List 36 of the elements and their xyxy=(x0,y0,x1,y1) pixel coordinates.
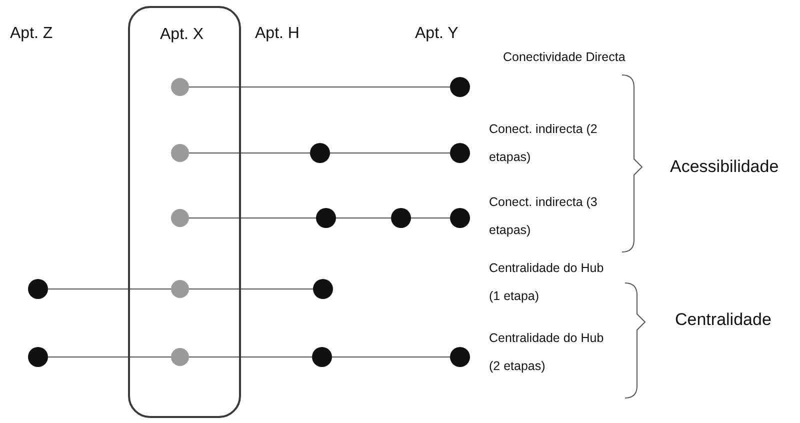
hub-airport-dot xyxy=(170,144,188,162)
group-label: Centralidade xyxy=(675,310,772,330)
hub-airport-dot xyxy=(170,348,188,366)
connection-line xyxy=(330,152,450,154)
connection-line xyxy=(48,288,172,290)
airport-label: Apt. Z xyxy=(10,25,53,43)
airport-dot xyxy=(450,208,470,228)
connectivity-type-label: Conect. indirecta (3 etapas) xyxy=(489,194,598,239)
connection-line xyxy=(188,288,314,290)
airport-dot xyxy=(28,279,48,299)
connectivity-type-label: Conectividade Directa xyxy=(503,49,626,66)
connection-line xyxy=(188,152,310,154)
airport-dot xyxy=(450,347,470,367)
connection-line xyxy=(332,356,450,358)
connectivity-type-label: Conect. indirecta (2 etapas) xyxy=(489,121,598,166)
connection-line xyxy=(188,356,312,358)
airport-dot xyxy=(450,143,470,163)
airport-label: Apt. X xyxy=(160,26,204,44)
connectivity-type-label: Centralidade do Hub (2 etapas) xyxy=(489,330,605,375)
airport-dot xyxy=(312,347,332,367)
airport-label: Apt. H xyxy=(255,25,300,43)
connection-line xyxy=(188,86,450,88)
connectivity-type-label: Centralidade do Hub (1 etapa) xyxy=(489,260,605,305)
group-label: Acessibilidade xyxy=(670,157,779,177)
airport-dot xyxy=(316,208,336,228)
hub-airport-dot xyxy=(170,78,188,96)
airport-dot xyxy=(450,77,470,97)
airport-label: Apt. Y xyxy=(415,25,458,43)
hub-airport-dot xyxy=(170,280,188,298)
airport-dot xyxy=(313,279,333,299)
column-frame xyxy=(128,6,241,418)
hub-airport-dot xyxy=(170,208,188,226)
airport-dot xyxy=(391,208,411,228)
airport-dot xyxy=(28,347,48,367)
connection-line xyxy=(48,356,172,358)
airport-dot xyxy=(310,143,330,163)
